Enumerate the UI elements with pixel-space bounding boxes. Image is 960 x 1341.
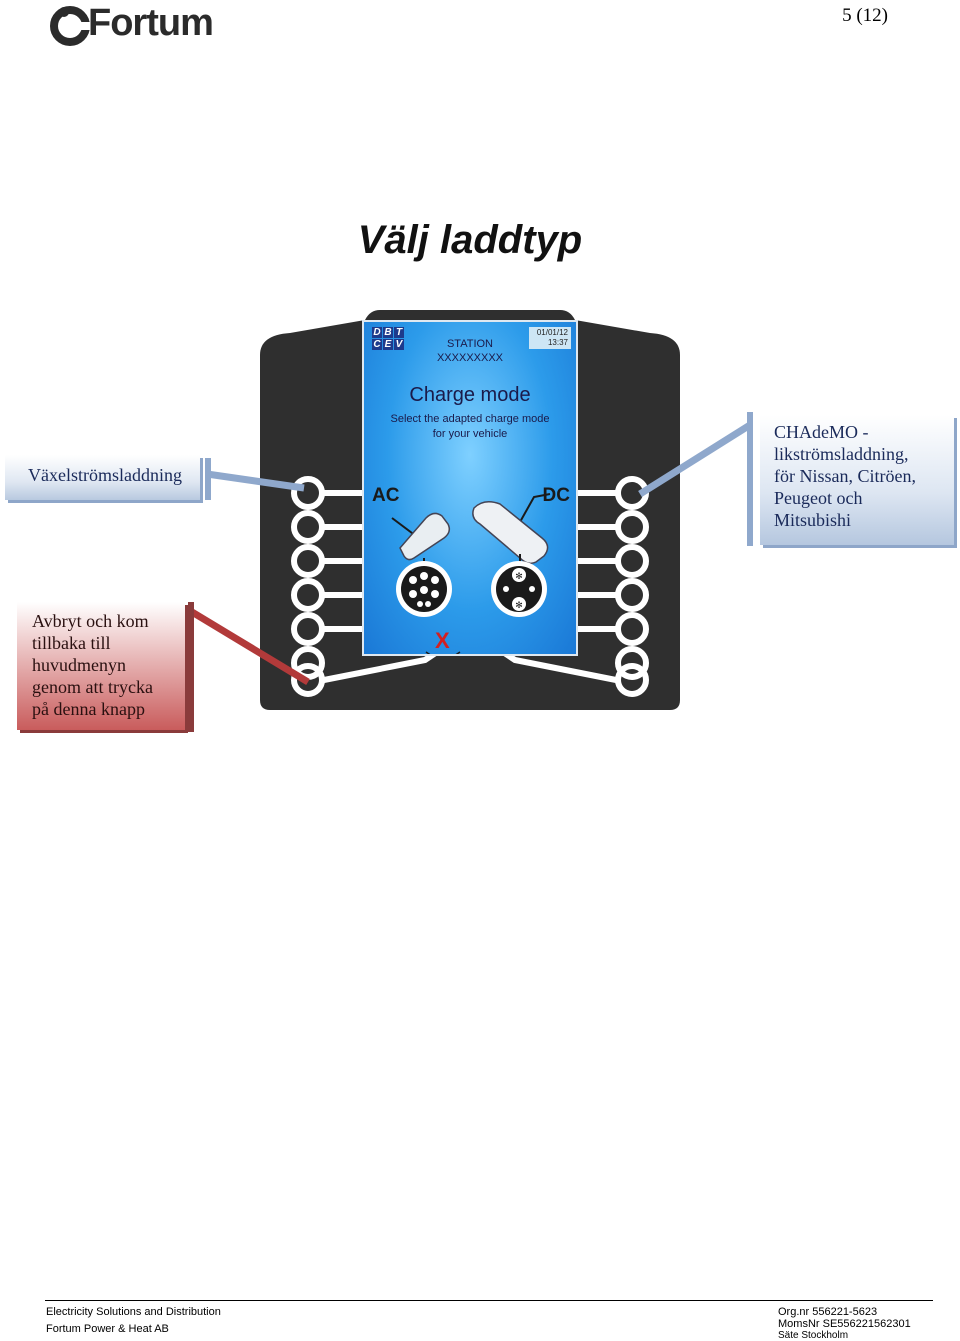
left-button-column (291, 476, 442, 697)
svg-text:✻: ✻ (515, 600, 523, 610)
left-button-5[interactable] (291, 612, 325, 646)
charge-mode-heading: Charge mode (409, 384, 531, 406)
station-id: XXXXXXXXX (436, 352, 504, 364)
ac-label[interactable]: AC (372, 485, 400, 506)
cancel-callout-line: huvudmenyn (32, 655, 126, 675)
brand-letter: C (372, 339, 382, 350)
right-button-6[interactable] (615, 646, 649, 680)
brand-letter: D (372, 327, 382, 338)
footer-left-line2: Fortum Power & Heat AB (46, 1323, 169, 1335)
dc-plug-icon[interactable]: ✻ ✻ (472, 493, 551, 617)
cancel-callout-line: tillbaka till (32, 633, 111, 653)
ac-plug-icon[interactable] (391, 512, 452, 617)
ac-callout: Växelströmsladdning (5, 455, 200, 500)
dc-callout-line: Mitsubishi (774, 510, 852, 530)
screen-time: 13:37 (547, 338, 568, 347)
cancel-callout-line: på denna knapp (32, 699, 145, 719)
cancel-icon[interactable]: X (435, 628, 450, 653)
svg-text:✻: ✻ (515, 571, 523, 581)
station-label: STATION (446, 338, 494, 350)
footer-right-line1: Org.nr 556221-5623 (778, 1306, 878, 1318)
charge-mode-subtitle-2: for your vehicle (432, 428, 508, 440)
right-button-3[interactable] (615, 544, 649, 578)
left-button-7[interactable] (291, 663, 325, 697)
dc-callout-line: likströmsladdning, (774, 444, 909, 464)
right-button-2[interactable] (615, 510, 649, 544)
datetime-box: 01/01/12 13:37 (529, 327, 571, 349)
page-title: Välj laddtyp (357, 218, 583, 262)
left-button-1[interactable] (291, 476, 325, 510)
brand-letter: B (383, 327, 393, 338)
cancel-callout-line: Avbryt och kom (32, 611, 149, 631)
dc-label[interactable]: DC (542, 485, 570, 506)
page-number: 5 (12) (842, 5, 888, 26)
dc-callout-line: CHAdeMO - (774, 422, 869, 442)
footer-right-line3: Säte Stockholm (778, 1330, 849, 1341)
callout-connectors (188, 412, 753, 732)
footer-left-line1: Electricity Solutions and Distribution (46, 1306, 221, 1318)
dc-callout: CHAdeMO - likströmsladdning, för Nissan,… (760, 415, 954, 545)
dc-callout-pointer (638, 422, 752, 497)
left-button-4[interactable] (291, 578, 325, 612)
right-button-4[interactable] (615, 578, 649, 612)
brand-letter: E (383, 339, 393, 350)
cancel-callout: Avbryt och kom tillbaka till huvudmenyn … (17, 602, 185, 730)
cancel-callout-pointer (190, 609, 310, 685)
dc-callout-line: Peugeot och (774, 488, 863, 508)
fortum-logo (50, 4, 230, 46)
footer-divider (45, 1300, 933, 1301)
left-button-6[interactable] (291, 646, 325, 680)
brand-letter: V (394, 339, 404, 350)
right-button-5[interactable] (615, 612, 649, 646)
fortum-logo-icon (50, 6, 90, 46)
screen-graphics: ✻ ✻ (391, 493, 551, 654)
right-button-7[interactable] (615, 663, 649, 697)
cancel-callout-line: genom att trycka (32, 677, 153, 697)
logo-text: Fortum (88, 2, 214, 44)
left-button-3[interactable] (291, 544, 325, 578)
screen-date: 01/01/12 (536, 328, 568, 337)
footer-right-line2: MomsNr SE556221562301 (778, 1318, 911, 1330)
brand-letter: T (394, 327, 404, 338)
right-button-column (498, 476, 649, 697)
ac-callout-pointer (206, 470, 305, 492)
charge-mode-subtitle-1: Select the adapted charge mode (390, 413, 550, 425)
dc-callout-line: för Nissan, Citröen, (774, 466, 916, 486)
left-button-2[interactable] (291, 510, 325, 544)
